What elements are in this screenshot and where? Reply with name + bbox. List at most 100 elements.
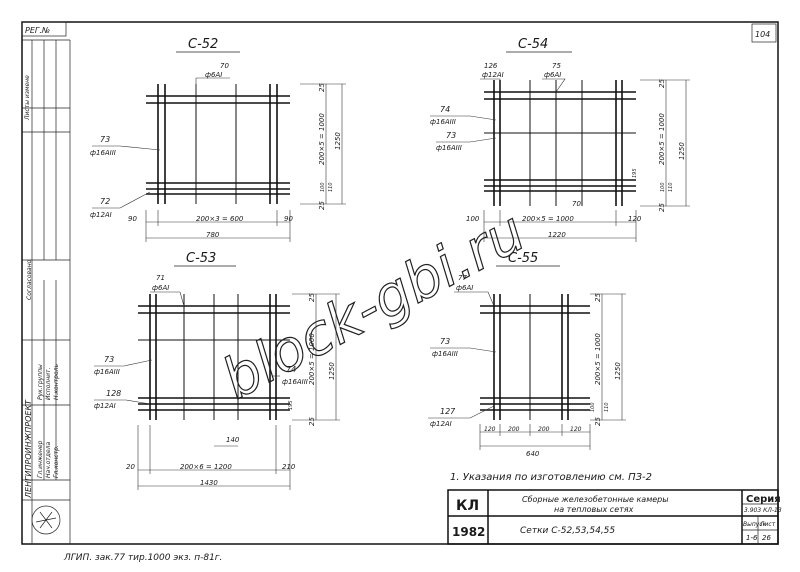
agreed-label: Согласовано — [26, 259, 33, 300]
svg-text:ф16АIII: ф16АIII — [436, 144, 462, 152]
svg-text:75: 75 — [552, 62, 561, 70]
tb-line2: на тепловых сетях — [554, 505, 634, 514]
footer-print-info: ЛГИП. зак.77 тир.1000 экз. п-81г. — [63, 553, 222, 563]
svg-text:110: 110 — [668, 182, 674, 192]
changes-title: Листы измене — [24, 75, 31, 121]
svg-text:128: 128 — [106, 389, 121, 398]
staff-rows: Гл.инженер Нач.отдела Гл.констр. Рук.гру… — [37, 364, 60, 478]
svg-text:90: 90 — [128, 215, 137, 223]
svg-text:73: 73 — [104, 355, 114, 364]
tb-year: 1982 — [452, 525, 485, 539]
tb-series-value: 3.903 КЛ-13 — [744, 507, 782, 514]
svg-text:110: 110 — [328, 182, 334, 192]
svg-text:120: 120 — [484, 426, 496, 433]
svg-text:1250: 1250 — [678, 142, 686, 160]
svg-text:77: 77 — [458, 274, 467, 282]
svg-text:195: 195 — [288, 400, 294, 410]
svg-text:200×5 = 1000: 200×5 = 1000 — [318, 113, 326, 165]
tb-sheet-name: Сетки С-52,53,54,55 — [520, 526, 615, 536]
svg-text:Гл.инженер: Гл.инженер — [37, 440, 44, 478]
svg-text:1430: 1430 — [200, 479, 218, 487]
svg-text:25: 25 — [318, 83, 326, 92]
svg-text:73: 73 — [440, 337, 450, 346]
svg-text:73: 73 — [446, 131, 456, 140]
svg-text:100: 100 — [590, 402, 596, 412]
svg-text:ф16АIII: ф16АIII — [432, 350, 458, 358]
svg-text:ф6АI: ф6АI — [544, 71, 561, 79]
svg-text:74: 74 — [286, 365, 296, 374]
title-block: КЛ 1982 Сборные железобетонные камеры на… — [447, 489, 782, 545]
svg-text:20: 20 — [126, 463, 135, 471]
c53-title: С-53 — [186, 251, 216, 266]
svg-text:200×5 = 1000: 200×5 = 1000 — [308, 333, 316, 385]
c52-title: С-52 — [188, 37, 218, 52]
svg-text:74: 74 — [440, 105, 450, 114]
svg-text:ф6АI: ф6АI — [456, 284, 473, 292]
svg-text:Рук.группы: Рук.группы — [37, 364, 44, 400]
svg-text:70: 70 — [220, 62, 229, 70]
svg-text:780: 780 — [206, 231, 220, 239]
svg-text:Нач.отдела: Нач.отдела — [45, 442, 52, 478]
svg-text:120: 120 — [570, 426, 582, 433]
svg-text:71: 71 — [156, 274, 165, 282]
svg-text:140: 140 — [226, 436, 240, 444]
page-number-box: 104 — [751, 23, 777, 43]
tb-sheet-value: 26 — [762, 534, 771, 542]
svg-text:25: 25 — [318, 201, 326, 210]
svg-text:ф16АIII: ф16АIII — [282, 378, 308, 386]
svg-text:120: 120 — [628, 215, 642, 223]
svg-text:200×5 = 1000: 200×5 = 1000 — [594, 333, 602, 385]
svg-text:100: 100 — [660, 182, 666, 192]
tb-line1: Сборные железобетонные камеры — [522, 495, 669, 504]
tb-issue-value: 1-6 — [746, 534, 758, 542]
note-text: 1. Указания по изготовлению см. ПЗ-2 — [450, 472, 652, 483]
tb-code: КЛ — [456, 498, 479, 514]
sheet-frame — [21, 21, 779, 545]
reg-stamp: РЕГ.№ — [21, 21, 67, 37]
svg-text:25: 25 — [308, 417, 316, 426]
svg-text:ф6АI: ф6АI — [205, 71, 222, 79]
svg-text:ф12АI: ф12АI — [430, 420, 452, 428]
svg-text:200×6 = 1200: 200×6 = 1200 — [180, 463, 232, 471]
svg-text:25: 25 — [594, 293, 602, 302]
svg-text:Гл.констр.: Гл.констр. — [53, 445, 60, 478]
svg-text:195: 195 — [632, 168, 638, 178]
drawing-c53: С-53 71 ф6АI 73 ф16АIII 128 ф12АI 74 ф16… — [94, 251, 340, 490]
svg-text:Исполнит.: Исполнит. — [45, 367, 52, 400]
svg-text:25: 25 — [658, 79, 666, 88]
drawing-c52: С-52 70 ф6АI 73 ф16АIII 72 ф12АI 90 200×… — [90, 37, 346, 242]
svg-text:200: 200 — [508, 426, 520, 433]
svg-text:ф16АIII: ф16АIII — [430, 118, 456, 126]
drawing-c55: С-55 77 ф6АI 73 ф16АIII 127 ф12АI 120 20… — [428, 251, 626, 458]
svg-text:72: 72 — [100, 197, 110, 206]
svg-text:1250: 1250 — [328, 362, 336, 380]
svg-text:ф6АI: ф6АI — [152, 284, 169, 292]
svg-text:200: 200 — [538, 426, 550, 433]
c54-title: С-54 — [518, 37, 548, 52]
svg-text:1250: 1250 — [334, 132, 342, 150]
emblem-icon — [31, 505, 61, 535]
tb-issue-label: Выпуск — [743, 521, 767, 528]
svg-text:1250: 1250 — [614, 362, 622, 380]
c55-title: С-55 — [508, 251, 538, 266]
svg-text:90: 90 — [284, 215, 293, 223]
svg-text:25: 25 — [308, 293, 316, 302]
left-strip: Листы измене Согласовано ЛЕНГИПРОИНЖПРОЕ… — [22, 39, 71, 544]
tb-series-label: Серия — [746, 494, 781, 505]
svg-text:ф12АI: ф12АI — [94, 402, 116, 410]
svg-text:25: 25 — [594, 417, 602, 426]
drawing-c54: С-54 126 ф12АI 75 ф6АI 74 ф16АIII 73 ф16… — [430, 37, 690, 242]
svg-text:ф12АI: ф12АI — [90, 211, 112, 219]
svg-text:200×5 = 1000: 200×5 = 1000 — [522, 215, 574, 223]
svg-text:640: 640 — [526, 450, 540, 458]
svg-text:126: 126 — [484, 62, 498, 70]
reg-label: РЕГ.№ — [25, 26, 50, 35]
svg-text:100: 100 — [320, 182, 326, 192]
svg-text:1220: 1220 — [548, 231, 566, 239]
svg-text:73: 73 — [100, 135, 110, 144]
svg-text:100: 100 — [466, 215, 480, 223]
svg-text:Н.контроль: Н.контроль — [53, 364, 60, 400]
svg-text:70: 70 — [572, 200, 581, 208]
svg-text:ф16АIII: ф16АIII — [90, 149, 116, 157]
